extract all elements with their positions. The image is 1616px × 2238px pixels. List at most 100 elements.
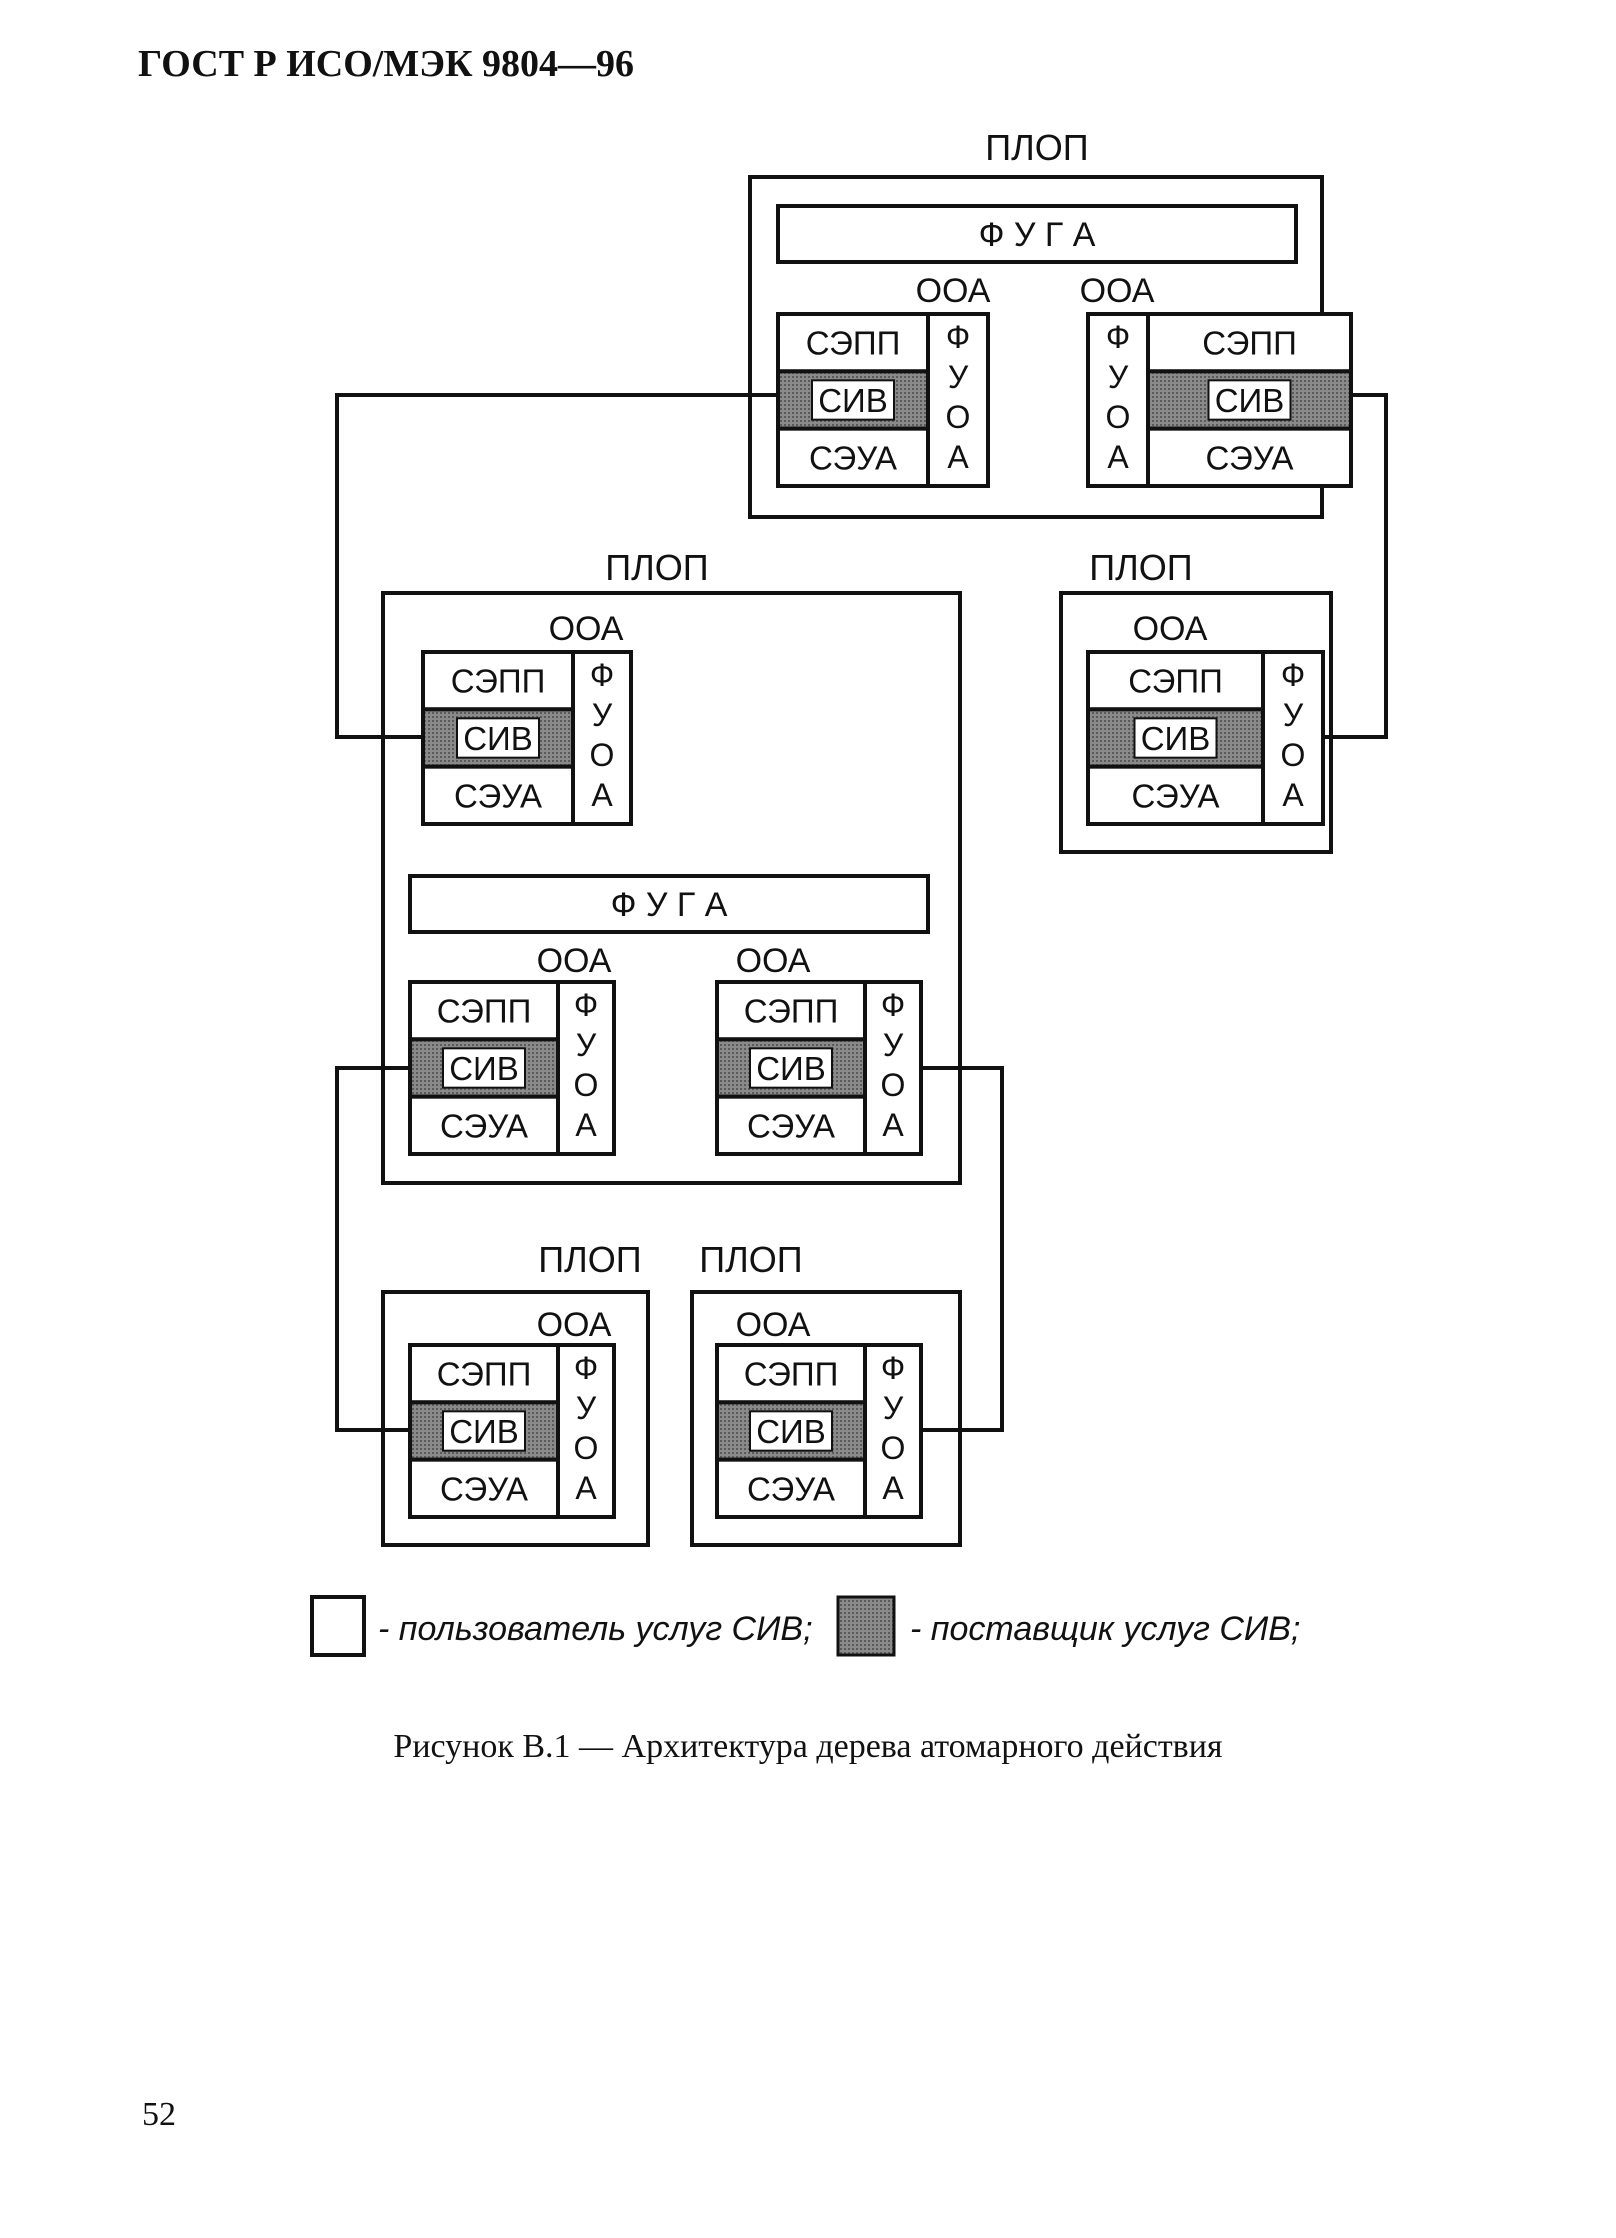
- siv-label-box: [749, 1410, 833, 1452]
- fuoa-column: [863, 980, 923, 1156]
- fuoa-letter: Ф: [590, 657, 614, 693]
- seua-label: СЭУА: [747, 1470, 835, 1507]
- plop-frames: [381, 175, 1333, 1547]
- plop-label-root: ПЛОП: [985, 127, 1088, 168]
- siv-label-box: [749, 1047, 833, 1089]
- plop-labels: ПЛОП ПЛОП ПЛОП ПЛОП ПЛОП: [538, 127, 1192, 1280]
- fuoa-letter: У: [576, 1390, 597, 1426]
- ooa-labels: ООА ООА ООА ООА ООА ООА ООА ООА: [537, 272, 1208, 1344]
- fuoa-letter: Ф: [946, 319, 970, 355]
- siv-label: СИВ: [1215, 382, 1285, 419]
- fuoa-letter: Ф: [881, 1350, 905, 1386]
- seua-label: СЭУА: [440, 1470, 528, 1507]
- fuoa-letter: У: [948, 359, 969, 395]
- fuoa-letter: О: [1106, 399, 1131, 435]
- fuga-bars: Ф У Г А Ф У Г А: [408, 204, 1298, 934]
- fuoa-letter: У: [1283, 697, 1304, 733]
- siv-label: СИВ: [1141, 720, 1211, 757]
- siv-label: СИВ: [449, 1413, 519, 1450]
- ooa-label-middle-right: ООА: [736, 942, 811, 980]
- plop-box-bottom-right: [690, 1290, 962, 1547]
- sepp-cell: [408, 980, 560, 1042]
- fuga-label-middle: Ф У Г А: [611, 886, 728, 924]
- seua-label: СЭУА: [1206, 439, 1294, 476]
- fuoa-letter: О: [1281, 737, 1306, 773]
- legend-user-label: - пользователь услуг СИВ;: [378, 1610, 813, 1648]
- fuoa-letter: А: [947, 439, 969, 475]
- fuoa-column: [926, 312, 990, 488]
- fuoa-letter: А: [575, 1107, 597, 1143]
- plop-label-bottom-right: ПЛОП: [699, 1239, 802, 1280]
- fuoa-letter: О: [881, 1430, 906, 1466]
- sepp-label: СЭПП: [806, 325, 901, 362]
- plop-label-right: ПЛОП: [1089, 547, 1192, 588]
- ooa-label-right: ООА: [1133, 610, 1208, 648]
- sepp-label: СЭПП: [437, 993, 532, 1030]
- sepp-cell: [1146, 312, 1353, 374]
- sepp-label: СЭПП: [1128, 663, 1223, 700]
- seua-label: СЭУА: [747, 1107, 835, 1144]
- sepp-cell: [715, 1343, 867, 1405]
- plop-label-middle: ПЛОП: [605, 547, 708, 588]
- figure-caption: Рисунок В.1 — Архитектура дерева атомарн…: [393, 1728, 1223, 1765]
- fuoa-letter: А: [575, 1470, 597, 1506]
- fuoa-letter: У: [576, 1027, 597, 1063]
- siv-label: СИВ: [449, 1050, 519, 1087]
- ooa-label-middle-top: ООА: [549, 610, 624, 648]
- fuoa-column: [1086, 312, 1150, 488]
- siv-label-box: [1133, 717, 1218, 759]
- seua-cell: [421, 764, 575, 827]
- siv-label: СИВ: [818, 382, 888, 419]
- fuga-label-root: Ф У Г А: [979, 216, 1096, 254]
- sepp-cell: [776, 312, 930, 374]
- fuoa-column: [556, 1343, 616, 1519]
- page-header: ГОСТ Р ИСО/МЭК 9804—96: [138, 43, 635, 85]
- fuoa-letter: У: [883, 1390, 904, 1426]
- seua-cell: [715, 1457, 867, 1519]
- ooa-label-middle-left: ООА: [537, 942, 612, 980]
- fuga-bar-root: [776, 204, 1298, 264]
- fuoa-letter: У: [592, 697, 613, 733]
- fuoa-letter: О: [946, 399, 971, 435]
- fuoa-letter: Ф: [574, 1350, 598, 1386]
- fuoa-letter: А: [591, 777, 613, 813]
- fuoa-letter: А: [882, 1107, 904, 1143]
- legend-provider-label: - поставщик услуг СИВ;: [910, 1610, 1301, 1648]
- fuoa-letter: О: [574, 1430, 599, 1466]
- ooa-units: СЭППСИВСЭУАФУОАСЭППСИВСЭУАФУОАСЭППСИВСЭУ…: [408, 312, 1353, 1519]
- siv-label: СИВ: [463, 720, 533, 757]
- legend-provider-swatch: [836, 1595, 896, 1657]
- fuoa-column: [1261, 650, 1325, 826]
- fuoa-column: [863, 1343, 923, 1519]
- fuoa-letter: А: [882, 1470, 904, 1506]
- fuoa-letter: Ф: [1281, 657, 1305, 693]
- fuoa-letter: У: [1108, 359, 1129, 395]
- plop-box-middle: [381, 591, 962, 1185]
- plop-box-bottom-left: [381, 1290, 650, 1547]
- siv-label-box: [811, 379, 895, 421]
- page-number: 52: [142, 2096, 176, 2133]
- legend-user-swatch: [310, 1595, 366, 1657]
- siv-label-box: [1207, 379, 1292, 421]
- plop-box-right: [1059, 591, 1333, 854]
- fuoa-column: [571, 650, 633, 826]
- fuoa-letter: Ф: [574, 987, 598, 1023]
- siv-label: СИВ: [756, 1050, 826, 1087]
- sepp-label: СЭПП: [451, 663, 546, 700]
- plop-label-bottom-left: ПЛОП: [538, 1239, 641, 1280]
- connector-mid-bottom-left: [335, 1066, 415, 1432]
- ooa-label-bottom-left: ООА: [537, 1306, 612, 1344]
- legend: [310, 1595, 896, 1657]
- seua-cell: [1086, 764, 1265, 827]
- sepp-label: СЭПП: [1202, 325, 1297, 362]
- seua-label: СЭУА: [1132, 777, 1220, 814]
- ooa-label-root-left: ООА: [916, 272, 991, 310]
